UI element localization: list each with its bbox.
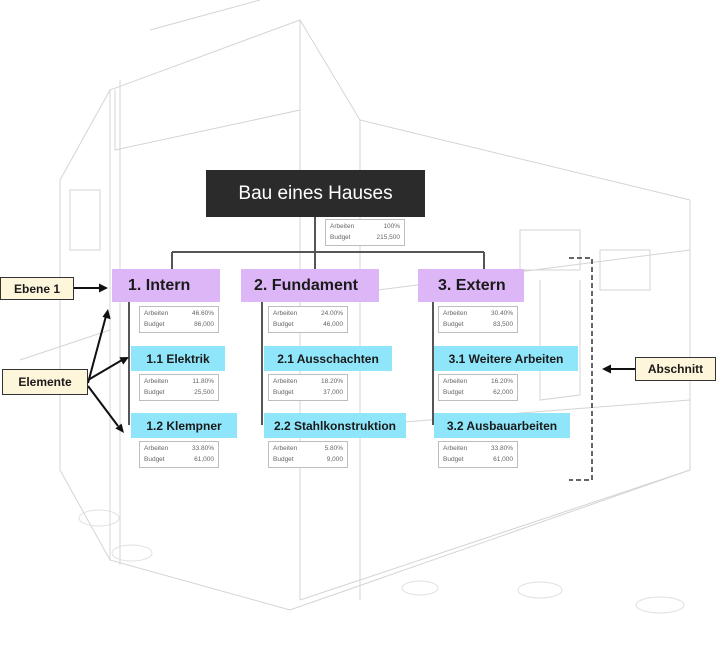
root-title: Bau eines Hauses — [238, 182, 393, 204]
element-node-stahlkonstruktion: 2.2 Stahlkonstruktion — [264, 413, 406, 438]
level1-node-intern: 1. Intern — [112, 269, 220, 302]
callout-elemente: Elemente — [2, 369, 88, 395]
level1-node-fundament: 2. Fundament — [241, 269, 379, 302]
level1-node-extern: 3. Extern — [418, 269, 524, 302]
element-node-weitere-arbeiten: 3.1 Weitere Arbeiten — [434, 346, 578, 371]
element-node-ausschachten: 2.1 Ausschachten — [264, 346, 392, 371]
element-node-ausbauarbeiten: 3.2 Ausbauarbeiten — [434, 413, 570, 438]
element-node-klempner: 1.2 Klempner — [131, 413, 237, 438]
element-node-elektrik: 1.1 Elektrik — [131, 346, 225, 371]
callout-ebene: Ebene 1 — [0, 277, 74, 300]
callout-abschnitt: Abschnitt — [635, 357, 716, 381]
root-node: Bau eines Hauses — [206, 170, 425, 217]
